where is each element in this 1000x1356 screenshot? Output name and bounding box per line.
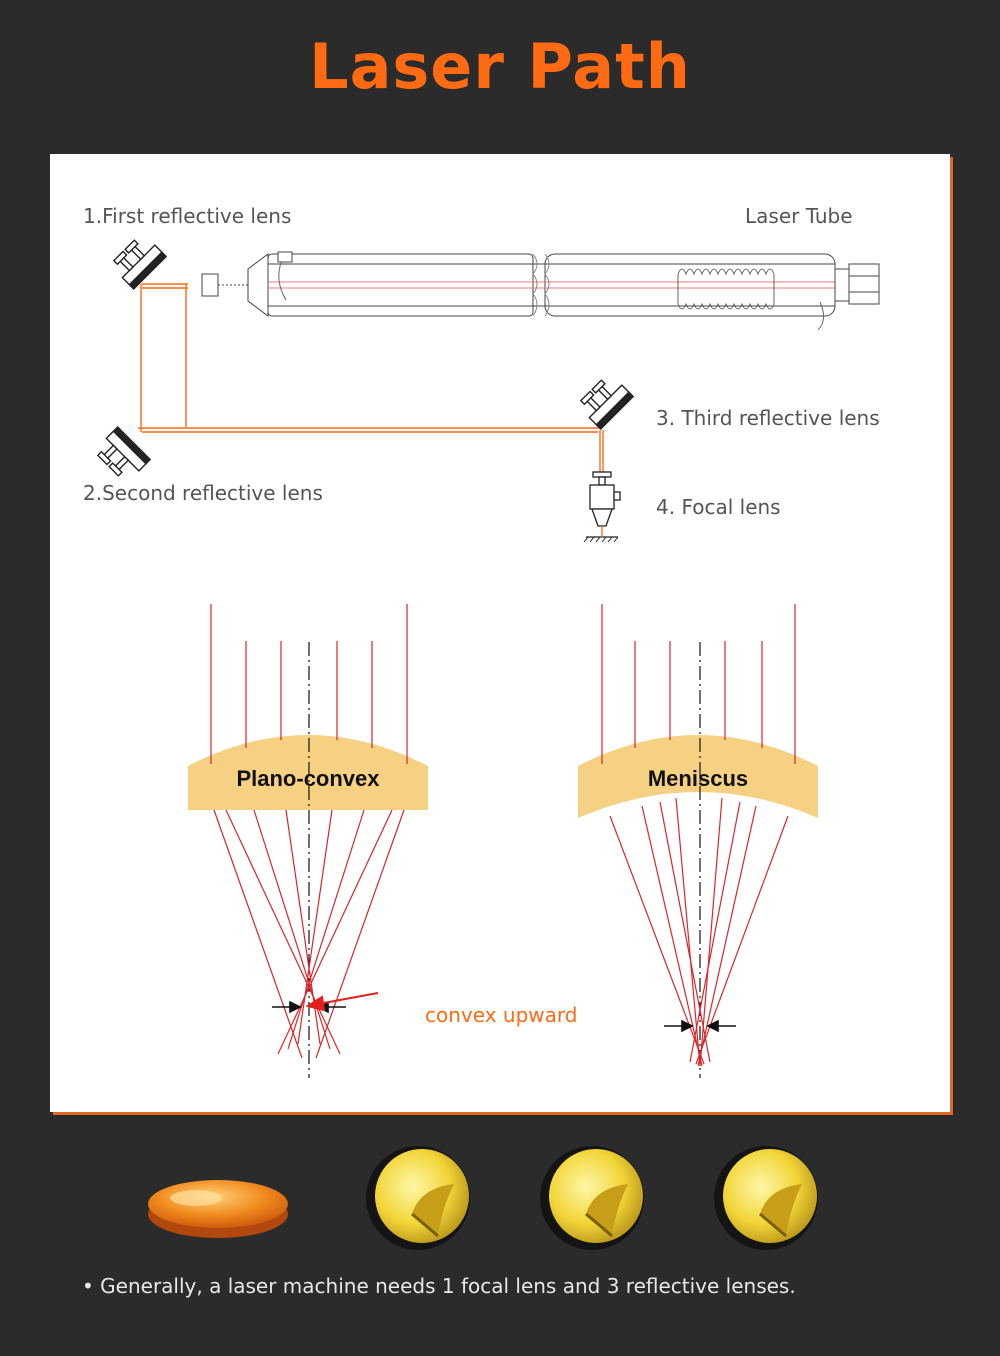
first-reflective-mirror (112, 239, 168, 290)
laser-tube (201, 251, 880, 331)
focal-lens-head (583, 471, 621, 543)
laser-tube-label: Laser Tube (745, 204, 853, 228)
page-title: Laser Path (309, 30, 691, 103)
lens-products-row (148, 1146, 818, 1250)
second-lens-label: 2.Second reflective lens (83, 481, 323, 505)
first-lens-label: 1.First reflective lens (83, 204, 292, 228)
third-lens-label: 3. Third reflective lens (656, 406, 880, 430)
reflective-lens-product-2 (540, 1146, 644, 1250)
convex-upward-note: convex upward (425, 1003, 578, 1027)
reflective-lens-product-3 (714, 1146, 818, 1250)
plano-convex-lens-shape (188, 735, 428, 810)
meniscus-diagram (578, 604, 818, 1078)
beam-path (138, 283, 604, 472)
meniscus-lens-shape (578, 735, 818, 818)
second-reflective-mirror (96, 426, 152, 477)
focal-lens-product (148, 1180, 288, 1238)
focal-lens-label: 4. Focal lens (656, 495, 781, 519)
meniscus-spot-arrows (664, 1019, 736, 1033)
reflective-lens-product-1 (366, 1146, 470, 1250)
convex-upward-pointer (305, 992, 379, 1012)
plano-convex-diagram (188, 604, 428, 1078)
footnote: • Generally, a laser machine needs 1 foc… (82, 1274, 796, 1298)
third-reflective-mirror (579, 379, 635, 430)
laser-path-diagram (96, 239, 880, 1078)
diagram-panel: 1.First reflective lens Laser Tube 2.Sec… (50, 154, 950, 1112)
meniscus-rays (601, 604, 796, 1067)
meniscus-label: Meniscus (647, 766, 749, 791)
plano-convex-label: Plano-convex (236, 766, 380, 791)
